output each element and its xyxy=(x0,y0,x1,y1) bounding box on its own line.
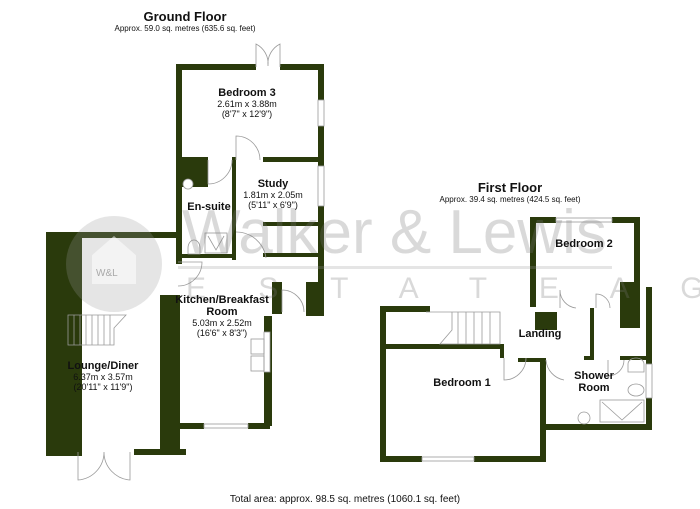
room-en-suite: En-suite xyxy=(187,201,230,213)
first-floor-title: First Floor xyxy=(477,180,543,195)
room-imperial: (8'7" x 12'9") xyxy=(221,109,273,119)
room-name: Shower xyxy=(574,370,614,382)
room-bedroom-2: Bedroom 2 xyxy=(555,238,612,250)
room-metric: 2.61m x 3.88m xyxy=(217,99,277,109)
watermark-brand: Walker & Lewis xyxy=(182,198,607,267)
first-floor-fixtures xyxy=(421,217,653,462)
total-area: Total area: approx. 98.5 sq. metres (106… xyxy=(229,494,461,505)
room-bedroom-1: Bedroom 1 xyxy=(433,377,490,389)
room-kitchen-breakfast: Kitchen/Breakfast Room 5.03m x 2.52m (16… xyxy=(175,294,269,338)
first-floor-area: Approx. 39.4 sq. metres (424.5 sq. feet) xyxy=(439,195,581,204)
room-bedroom-3: Bedroom 3 2.61m x 3.88m (8'7" x 12'9") xyxy=(217,87,277,119)
room-name: Bedroom 2 xyxy=(555,238,613,250)
room-name: Lounge/Diner xyxy=(67,360,139,372)
watermark-logo-text: W&L xyxy=(96,268,118,279)
room-study: Study 1.81m x 2.05m (5'11" x 6'9") xyxy=(243,178,303,210)
room-name-line2: Room xyxy=(206,306,238,318)
room-landing: Landing xyxy=(519,328,562,340)
room-shower-room: Shower Room xyxy=(574,370,614,394)
watermark-underline xyxy=(178,266,612,269)
room-imperial: (5'11" x 6'9") xyxy=(248,200,298,210)
room-lounge-diner: Lounge/Diner 6.37m x 3.57m (20'11" x 11'… xyxy=(68,360,139,392)
room-name: Kitchen/Breakfast xyxy=(175,294,269,306)
room-name: Bedroom 1 xyxy=(433,377,491,389)
room-metric: 6.37m x 3.57m xyxy=(73,372,133,382)
room-name: En-suite xyxy=(187,201,231,213)
watermark-tagline: E S T A T E A G E N T S xyxy=(186,272,700,305)
room-metric: 1.81m x 2.05m xyxy=(243,190,303,200)
ground-floor-area: Approx. 59.0 sq. metres (635.6 sq. feet) xyxy=(114,24,256,33)
room-name: Study xyxy=(257,178,289,190)
ground-floor-title: Ground Floor xyxy=(143,9,227,24)
room-name-line2: Room xyxy=(578,382,610,394)
room-imperial: (16'6" x 8'3") xyxy=(196,328,248,338)
room-name: Bedroom 3 xyxy=(218,87,276,99)
room-name: Landing xyxy=(518,328,562,340)
first-floor-walls xyxy=(380,217,652,462)
room-metric: 5.03m x 2.52m xyxy=(192,318,252,328)
watermark-logo: W&L xyxy=(66,216,162,312)
ground-floor-fixtures xyxy=(67,43,325,481)
room-imperial: (20'11" x 11'9") xyxy=(73,382,133,392)
